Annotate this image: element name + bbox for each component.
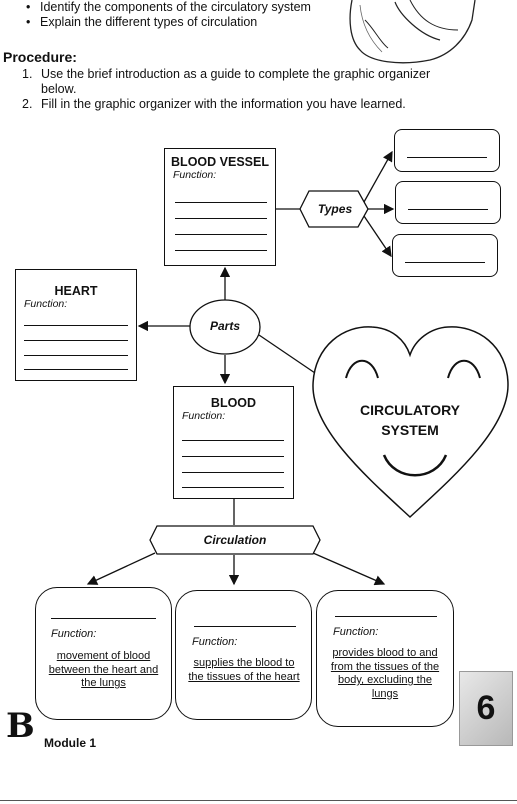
- blood-box: BLOOD Function:: [173, 386, 294, 499]
- answer-line[interactable]: [175, 218, 267, 219]
- page-number-badge: 6: [459, 671, 513, 746]
- card-function-label: Function:: [51, 628, 97, 640]
- card-function-text: provides blood to and from the tissues o…: [330, 647, 440, 700]
- answer-line[interactable]: [405, 262, 485, 263]
- card-function-text: supplies the blood to the tissues of the…: [188, 657, 300, 683]
- circulation-card-pulmonary: Function: movement of blood between the …: [35, 587, 172, 720]
- type-answer-box[interactable]: [392, 234, 498, 277]
- answer-line[interactable]: [175, 234, 267, 235]
- card-function-label: Function:: [333, 626, 379, 638]
- answer-line[interactable]: [194, 626, 296, 627]
- card-function-label: Function:: [192, 636, 238, 648]
- objective-item: Identify the components of the circulato…: [22, 0, 311, 15]
- circulation-card-systemic: Function: provides blood to and from the…: [316, 590, 454, 727]
- objective-item: Explain the different types of circulati…: [22, 15, 311, 30]
- answer-line[interactable]: [24, 340, 128, 341]
- card-function-text: movement of blood between the heart and …: [48, 650, 159, 689]
- circulatory-title-line: CIRCULATORY: [359, 402, 461, 418]
- circulatory-heart-shape: [312, 326, 509, 519]
- step-number: 1.: [22, 67, 33, 81]
- answer-line[interactable]: [51, 618, 156, 619]
- type-answer-box[interactable]: [394, 129, 500, 172]
- types-label: Types: [317, 202, 353, 216]
- answer-line[interactable]: [182, 440, 284, 441]
- answer-line[interactable]: [175, 250, 267, 251]
- circulatory-title-line: SYSTEM: [381, 422, 439, 438]
- answer-line[interactable]: [24, 369, 128, 370]
- answer-line[interactable]: [182, 487, 284, 488]
- module-label: Module 1: [44, 736, 97, 750]
- heart-box: HEART Function:: [15, 269, 137, 381]
- answer-line[interactable]: [182, 472, 284, 473]
- page-bottom-rule: [0, 800, 517, 801]
- blood-title: BLOOD: [210, 396, 257, 410]
- objectives-list: Identify the components of the circulato…: [22, 0, 311, 30]
- school-logo: B: [6, 706, 35, 746]
- types-hexagon: [299, 190, 369, 228]
- circulation-card-coronary: Function: supplies the blood to the tiss…: [175, 590, 312, 720]
- answer-line[interactable]: [408, 209, 488, 210]
- heart-title: HEART: [54, 284, 98, 298]
- step-text: Use the brief introduction as a guide to…: [41, 67, 431, 96]
- answer-line[interactable]: [24, 355, 128, 356]
- smile-icon: [382, 454, 448, 477]
- left-eye-icon: [345, 359, 379, 379]
- blood-vessel-title: BLOOD VESSEL: [171, 155, 269, 169]
- procedure-title: Procedure:: [3, 49, 77, 65]
- circulation-hexagon: [149, 525, 321, 555]
- step-number: 2.: [22, 97, 33, 111]
- heart-illustration: [349, 0, 476, 64]
- right-eye-icon: [447, 359, 481, 379]
- answer-line[interactable]: [407, 157, 487, 158]
- blood-vessel-box: BLOOD VESSEL Function:: [164, 148, 276, 266]
- blood-vessel-function-label: Function:: [173, 169, 217, 181]
- blood-function-label: Function:: [182, 410, 226, 422]
- parts-oval: [189, 299, 261, 355]
- answer-line[interactable]: [24, 325, 128, 326]
- circulation-label: Circulation: [203, 533, 267, 547]
- answer-line[interactable]: [335, 616, 437, 617]
- heart-function-label: Function:: [24, 298, 68, 310]
- procedure-step: 1. Use the brief introduction as a guide…: [22, 67, 472, 96]
- step-text: Fill in the graphic organizer with the i…: [41, 97, 406, 111]
- circulatory-system-title: CIRCULATORY SYSTEM: [340, 400, 480, 440]
- answer-line[interactable]: [182, 456, 284, 457]
- parts-label: Parts: [209, 319, 241, 333]
- procedure-step: 2. Fill in the graphic organizer with th…: [22, 97, 472, 112]
- answer-line[interactable]: [175, 202, 267, 203]
- type-answer-box[interactable]: [395, 181, 501, 224]
